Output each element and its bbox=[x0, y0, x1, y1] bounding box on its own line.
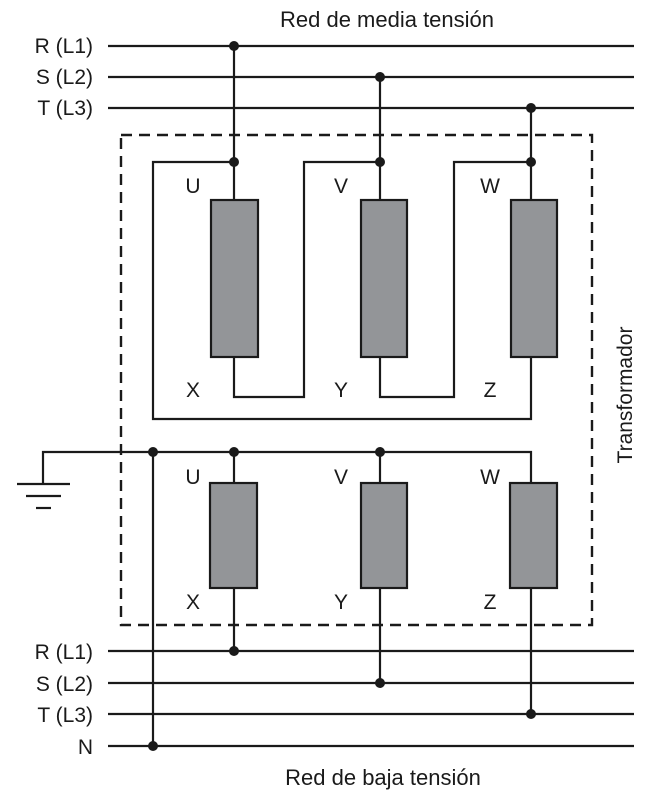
transformer-enclosure bbox=[119, 133, 594, 627]
lv-line-label-r: R (L1) bbox=[35, 641, 93, 664]
secondary-coil-v bbox=[359, 481, 409, 590]
transformer-label: Transformador bbox=[614, 327, 637, 464]
primary-terminal-w: W bbox=[480, 175, 500, 198]
secondary-star-point bbox=[153, 450, 533, 483]
neutral-ground-wire bbox=[41, 450, 153, 483]
secondary-terminal-v: V bbox=[334, 466, 348, 489]
primary-link-x-to-v bbox=[232, 160, 380, 399]
junction-dot bbox=[229, 157, 239, 167]
primary-terminal-z: Z bbox=[484, 379, 497, 402]
junction-dot bbox=[526, 103, 536, 113]
junction-dot bbox=[375, 72, 385, 82]
medium-voltage-title: Red de media tensión bbox=[280, 7, 494, 32]
mv-line-label-s: S (L2) bbox=[36, 66, 93, 89]
lv-line-label-s: S (L2) bbox=[36, 673, 93, 696]
primary-terminal-y: Y bbox=[334, 379, 348, 402]
secondary-coil-u bbox=[208, 481, 259, 590]
junction-dots bbox=[148, 41, 536, 751]
junction-dot bbox=[375, 157, 385, 167]
junction-dot bbox=[526, 709, 536, 719]
junction-dot bbox=[526, 157, 536, 167]
low-voltage-title: Red de baja tensión bbox=[285, 765, 481, 790]
junction-dot bbox=[229, 41, 239, 51]
junction-dot bbox=[148, 447, 158, 457]
secondary-terminal-w: W bbox=[480, 466, 500, 489]
lv-line-label-n: N bbox=[78, 736, 93, 759]
secondary-terminal-x: X bbox=[186, 591, 200, 614]
secondary-terminal-y: Y bbox=[334, 591, 348, 614]
junction-dot bbox=[375, 678, 385, 688]
junction-dot bbox=[229, 447, 239, 457]
primary-link-y-to-w bbox=[378, 160, 531, 399]
mv-line-label-r: R (L1) bbox=[35, 35, 93, 58]
primary-terminal-x: X bbox=[186, 379, 200, 402]
lv-line-label-t: T (L3) bbox=[37, 704, 93, 727]
junction-dot bbox=[375, 447, 385, 457]
primary-terminal-v: V bbox=[334, 175, 348, 198]
primary-coil-u bbox=[209, 198, 260, 359]
secondary-terminal-z: Z bbox=[484, 591, 497, 614]
secondary-terminal-u: U bbox=[185, 466, 200, 489]
junction-dot bbox=[229, 646, 239, 656]
primary-link-z-to-u bbox=[151, 160, 533, 421]
ground-icon bbox=[17, 482, 70, 510]
mv-line-label-t: T (L3) bbox=[37, 97, 93, 120]
primary-terminal-u: U bbox=[185, 175, 200, 198]
primary-coil-w bbox=[509, 198, 559, 359]
secondary-coil-w bbox=[508, 481, 559, 590]
primary-coil-v bbox=[359, 198, 409, 359]
junction-dot bbox=[148, 741, 158, 751]
